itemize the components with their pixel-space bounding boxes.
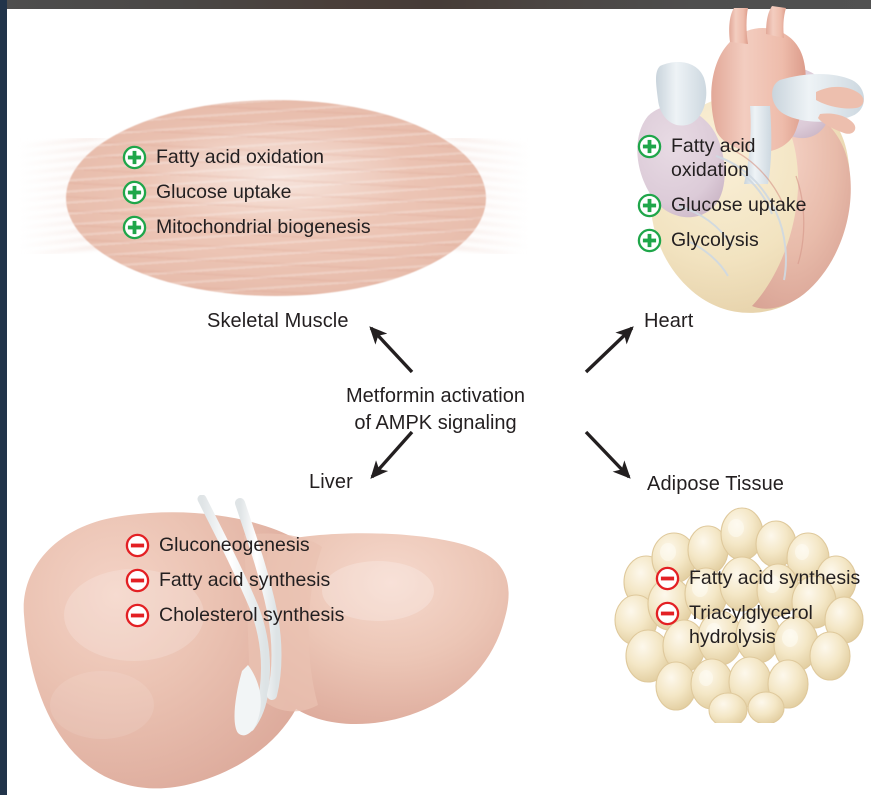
effect-label: Glucose uptake (156, 181, 292, 203)
plus-circle-icon (637, 193, 662, 218)
minus-circle-icon (125, 603, 150, 628)
effect-row: Mitochondrial biogenesis (122, 214, 371, 240)
effect-label: Mitochondrial biogenesis (156, 216, 371, 238)
arrow-to-skeletal-muscle (369, 326, 414, 374)
label-skeletal-muscle: Skeletal Muscle (207, 310, 349, 332)
arrow-to-adipose-tissue (584, 430, 631, 479)
effect-row: Fatty acid synthesis (655, 565, 861, 591)
effect-label: Glucose uptake (671, 194, 807, 216)
arrow-to-liver (370, 430, 414, 479)
effect-label: Fatty acid oxidation (156, 146, 325, 168)
right-edge-bar (868, 9, 871, 795)
minus-circle-icon (125, 533, 150, 558)
effect-row: Glucose uptake (122, 179, 371, 205)
effect-row: Fatty acid oxidation (122, 144, 371, 170)
minus-circle-icon (655, 566, 680, 591)
effect-label: Fatty acid synthesis (689, 567, 861, 589)
effect-label: Triacylglycerol hydrolysis (689, 602, 813, 648)
effect-label: Glycolysis (671, 229, 759, 251)
effect-row: Gluconeogenesis (125, 532, 344, 558)
plus-circle-icon (122, 180, 147, 205)
effect-label: Cholesterol synthesis (159, 604, 345, 626)
label-adipose-tissue: Adipose Tissue (647, 473, 785, 495)
center-caption-line2: of AMPK signaling (354, 412, 517, 434)
arrow-to-heart (584, 326, 634, 374)
effect-label: Fatty acid synthesis (159, 569, 331, 591)
plus-circle-icon (637, 134, 662, 159)
plus-circle-icon (122, 145, 147, 170)
heart-svg (637, 6, 864, 313)
plus-circle-icon (122, 215, 147, 240)
center-caption: Metformin activation of AMPK signaling (0, 383, 871, 437)
top-edge-bar (0, 0, 871, 9)
effect-row: Triacylglycerol hydrolysis (655, 600, 860, 649)
effect-row: Fatty acid oxidation (637, 133, 807, 182)
center-caption-line1: Metformin activation (346, 385, 525, 407)
effect-label: Gluconeogenesis (159, 534, 310, 556)
minus-circle-icon (655, 601, 680, 626)
effect-label: Fatty acid oxidation (671, 135, 756, 181)
label-liver: Liver (309, 471, 353, 493)
effect-row: Fatty acid synthesis (125, 567, 344, 593)
heart-illustration (620, 6, 871, 316)
effect-row: Cholesterol synthesis (125, 602, 345, 628)
effect-row: Glucose uptake (637, 192, 807, 218)
label-heart: Heart (644, 310, 694, 332)
left-edge-bar (0, 0, 7, 795)
plus-circle-icon (637, 228, 662, 253)
minus-circle-icon (125, 568, 150, 593)
effect-row: Glycolysis (637, 227, 807, 253)
